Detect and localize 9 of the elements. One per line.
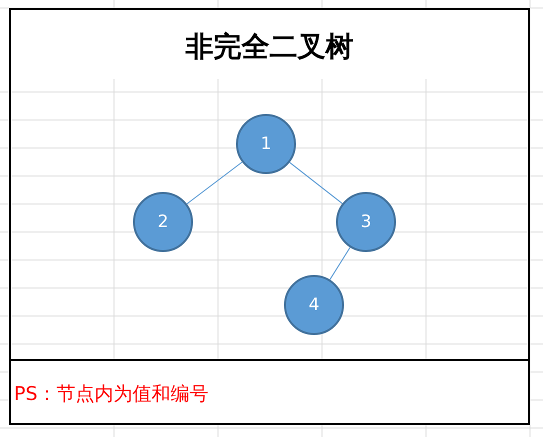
tree-node-circle: 3 — [336, 192, 396, 252]
title: 非完全二叉树 — [184, 29, 354, 65]
connector-line — [329, 246, 351, 280]
connector-line — [186, 162, 243, 204]
tree-node-circle: 4 — [284, 275, 344, 335]
note-text: PS：节点内为值和编号 — [14, 382, 209, 407]
tree-node-circle: 2 — [133, 192, 193, 252]
connector-line — [289, 162, 343, 204]
tree-node-circle: 1 — [236, 114, 296, 174]
